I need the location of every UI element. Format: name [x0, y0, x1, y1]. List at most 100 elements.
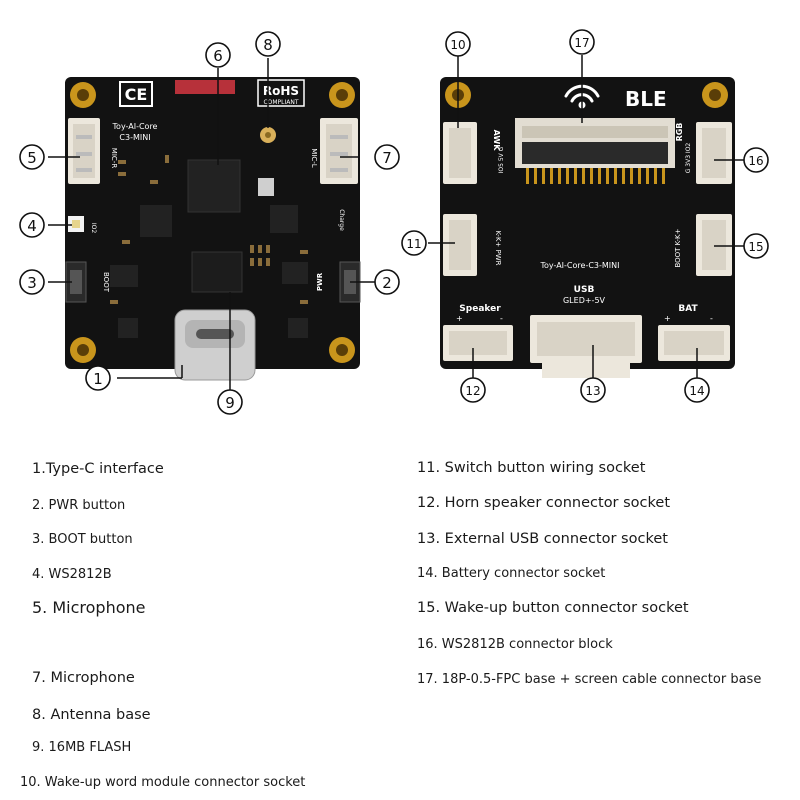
silk-boot-front: BOOT: [102, 272, 110, 293]
crystal: [258, 178, 274, 196]
callout-17: 17: [569, 29, 595, 55]
front-board: CE RoHS COMPLIANT Toy-AI-Core C3-MINI MI…: [65, 77, 361, 381]
silk-pwr-front: PWR: [316, 272, 324, 291]
callout-8: 8: [255, 31, 281, 57]
callouts: 1 2 3 4 5 6 7 8 9 10 11 12 13 14 15: [19, 29, 769, 415]
callout-12: 12: [460, 377, 486, 403]
silk-awk-pins: IO5 5V G: [498, 146, 505, 173]
ble-label: BLE: [625, 87, 667, 111]
silk-io2: IO2: [90, 223, 97, 233]
rohs-label: RoHS: [263, 84, 299, 98]
ce-mark-box: [119, 81, 153, 107]
rohs-box: [257, 79, 305, 107]
silk-mic-r: MIC-R: [110, 148, 118, 169]
silk-bat-minus: -: [710, 314, 713, 323]
callout-2-label: 2: [382, 274, 392, 292]
ic-d: [288, 318, 308, 338]
board-diagram: CE RoHS COMPLIANT Toy-AI-Core C3-MINI MI…: [19, 29, 769, 415]
legend-item-8: 8. Antenna base: [32, 707, 151, 723]
front-model-line2: C3-MINI: [119, 133, 150, 142]
legend-item-11: 11. Switch button wiring socket: [417, 460, 646, 476]
rgb-connector: [696, 122, 732, 184]
callout-10-label: 10: [450, 38, 465, 52]
callout-16-label: 16: [748, 154, 763, 168]
legend-item-16: 16. WS2812B connector block: [417, 637, 613, 652]
callout-16: 16: [743, 147, 769, 173]
silk-mic-l: MIC-L: [310, 148, 318, 168]
main-chip: [187, 159, 241, 213]
legend-item-4: 4. WS2812B: [32, 567, 112, 582]
back-board: BLE AWK IO5 5V G RGB: [440, 77, 735, 378]
callout-15-label: 15: [748, 240, 763, 254]
ic-a: [140, 205, 172, 237]
callout-7-label: 7: [382, 149, 392, 167]
callout-13: 13: [580, 377, 606, 403]
front-mic-connector-right: [320, 118, 358, 184]
callout-1-label: 1: [93, 370, 103, 388]
callout-3: 3: [19, 269, 45, 295]
legend-item-5: 5. Microphone: [32, 598, 146, 617]
front-pcb: [65, 77, 360, 369]
silk-k-pwr: K-K+ PWR: [494, 230, 502, 265]
silk-speaker-plus: +: [456, 314, 463, 323]
silk-usb-pins: GLED+-5V: [563, 296, 606, 305]
callout-4-label: 4: [27, 217, 37, 235]
ic-b: [270, 205, 298, 233]
callout-6: 6: [205, 42, 231, 68]
callout-11: 11: [401, 230, 427, 256]
legend-item-7: 7. Microphone: [32, 670, 135, 686]
legend-item-2: 2. PWR button: [32, 498, 126, 513]
callout-3-label: 3: [27, 274, 37, 292]
legend-item-3: 3. BOOT button: [32, 532, 133, 547]
switch-connector: [443, 214, 477, 276]
legend-item-1: 1.Type-C interface: [32, 461, 164, 477]
silk-usb: USB: [574, 285, 595, 295]
callout-9: 9: [217, 389, 243, 415]
usb-connector-back: [530, 315, 642, 378]
legend-item-17: 17. 18P-0.5-FPC base + screen cable conn…: [417, 672, 762, 687]
bat-connector: [658, 325, 730, 361]
silk-rgb-pins: G 3V3 IO2: [685, 143, 692, 174]
regulator-right: [282, 262, 308, 284]
callout-9-label: 9: [225, 394, 235, 412]
callout-14-label: 14: [689, 384, 704, 398]
callout-5-label: 5: [27, 149, 37, 167]
callout-11-label: 11: [406, 237, 421, 251]
callout-4: 4: [19, 212, 45, 238]
silk-rgb: RGB: [675, 123, 684, 142]
flash-chip: [191, 251, 243, 293]
callout-7: 7: [374, 144, 400, 170]
callout-leaders: [48, 55, 744, 390]
silk-bat: BAT: [678, 304, 698, 314]
ic-c: [118, 318, 138, 338]
back-model: Toy-AI-Core-C3-MINI: [539, 261, 619, 270]
callout-1: 1: [85, 365, 111, 391]
speaker-connector: [443, 325, 513, 361]
regulator-left: [110, 265, 138, 287]
callout-15: 15: [743, 233, 769, 259]
awk-connector: [443, 122, 477, 184]
callout-17-label: 17: [574, 36, 589, 50]
legend-item-12: 12. Horn speaker connector socket: [417, 495, 671, 511]
callout-2: 2: [374, 269, 400, 295]
callout-14: 14: [684, 377, 710, 403]
callout-5: 5: [19, 144, 45, 170]
wakeup-button-connector: [696, 214, 732, 276]
fpc-pins: [526, 168, 665, 184]
callout-6-label: 6: [213, 47, 223, 65]
legend-item-14: 14. Battery connector socket: [417, 566, 606, 581]
callout-8-label: 8: [263, 36, 273, 54]
passive-components: [110, 155, 308, 304]
silk-speaker-minus: -: [500, 314, 503, 323]
legend-item-10: 10. Wake-up word module connector socket: [20, 775, 306, 790]
silk-charge: Charge: [338, 209, 345, 231]
silk-boot-back: BOOT K-K+: [674, 228, 682, 267]
silk-bat-plus: +: [664, 314, 671, 323]
callout-10: 10: [445, 31, 471, 57]
front-mounting-holes: [70, 82, 355, 363]
ce-mark: CE: [125, 85, 148, 104]
fpc-connector: [515, 118, 675, 168]
rohs-compliant: COMPLIANT: [263, 99, 298, 106]
silk-awk: AWK: [492, 130, 501, 152]
callout-13-label: 13: [585, 384, 600, 398]
